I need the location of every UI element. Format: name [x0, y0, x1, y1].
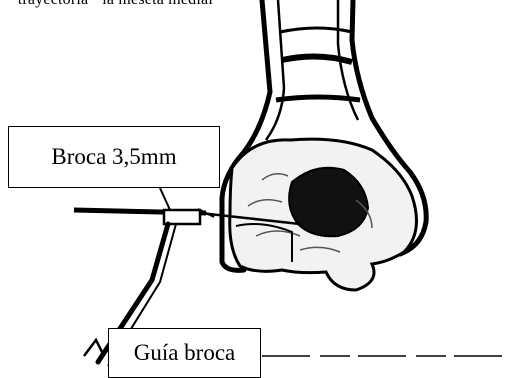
drill-label: Broca 3,5mm	[8, 126, 220, 188]
femur-band-upper	[282, 56, 352, 62]
drill-guide-label: Guía broca	[108, 328, 261, 378]
femur-band-third	[280, 28, 352, 32]
drill-label-leader	[160, 188, 170, 210]
femur-band-lower	[276, 97, 360, 100]
drill-label-text: Broca 3,5mm	[51, 144, 176, 170]
drill-guide-label-text: Guía broca	[134, 340, 236, 366]
